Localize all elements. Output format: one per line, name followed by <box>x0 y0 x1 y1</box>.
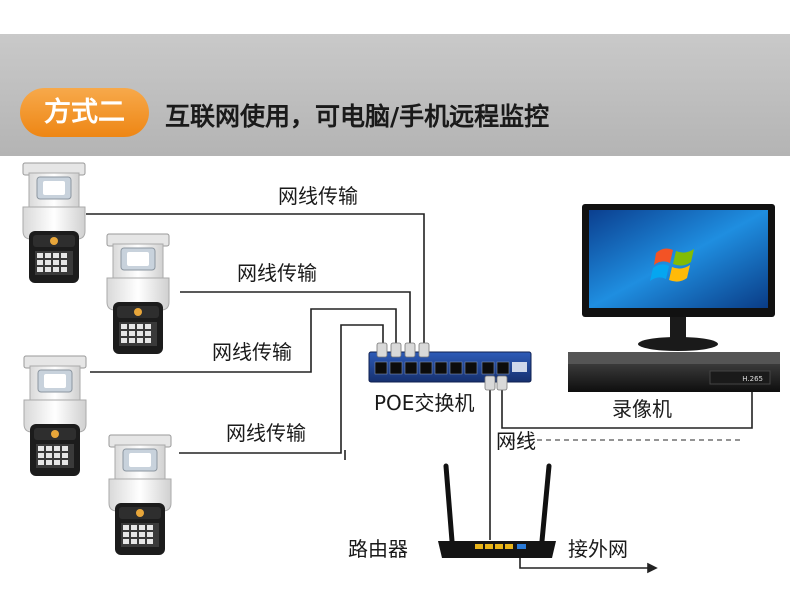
camera-1 <box>22 162 86 284</box>
nvr-display-text: H.265 <box>742 375 763 383</box>
camera-3 <box>23 355 87 477</box>
poe-switch-label: POE交换机 <box>374 391 474 415</box>
cable-line-2 <box>180 291 411 350</box>
cable-label-4: 网线传输 <box>226 421 306 445</box>
monitor <box>582 204 775 351</box>
poe-switch <box>368 342 532 391</box>
cable-line-3 <box>90 308 397 373</box>
camera-2 <box>106 233 170 355</box>
page-title: 互联网使用，可电脑/手机远程监控 <box>165 102 550 131</box>
external-network-label: 接外网 <box>568 537 628 561</box>
cable-label-2: 网线传输 <box>237 261 317 285</box>
cable-line-4 <box>179 324 384 454</box>
nvr-recorder: H.265 <box>568 352 780 392</box>
cable-switch-to-nvr <box>501 383 753 429</box>
camera-4 <box>108 434 172 556</box>
cable-label-3: 网线传输 <box>212 340 292 364</box>
method-badge: 方式二 <box>20 88 149 137</box>
router-label: 路由器 <box>348 537 408 561</box>
router-antenna-right <box>539 463 552 544</box>
cable-label-1: 网线传输 <box>278 184 358 208</box>
router-antenna-left <box>443 463 455 544</box>
windows-logo-icon <box>650 248 694 282</box>
network-cable-label: 网线 <box>496 429 536 453</box>
cable-line-1 <box>86 213 425 350</box>
router <box>438 463 556 558</box>
nvr-label: 录像机 <box>612 397 672 421</box>
cable-lines <box>86 213 753 540</box>
